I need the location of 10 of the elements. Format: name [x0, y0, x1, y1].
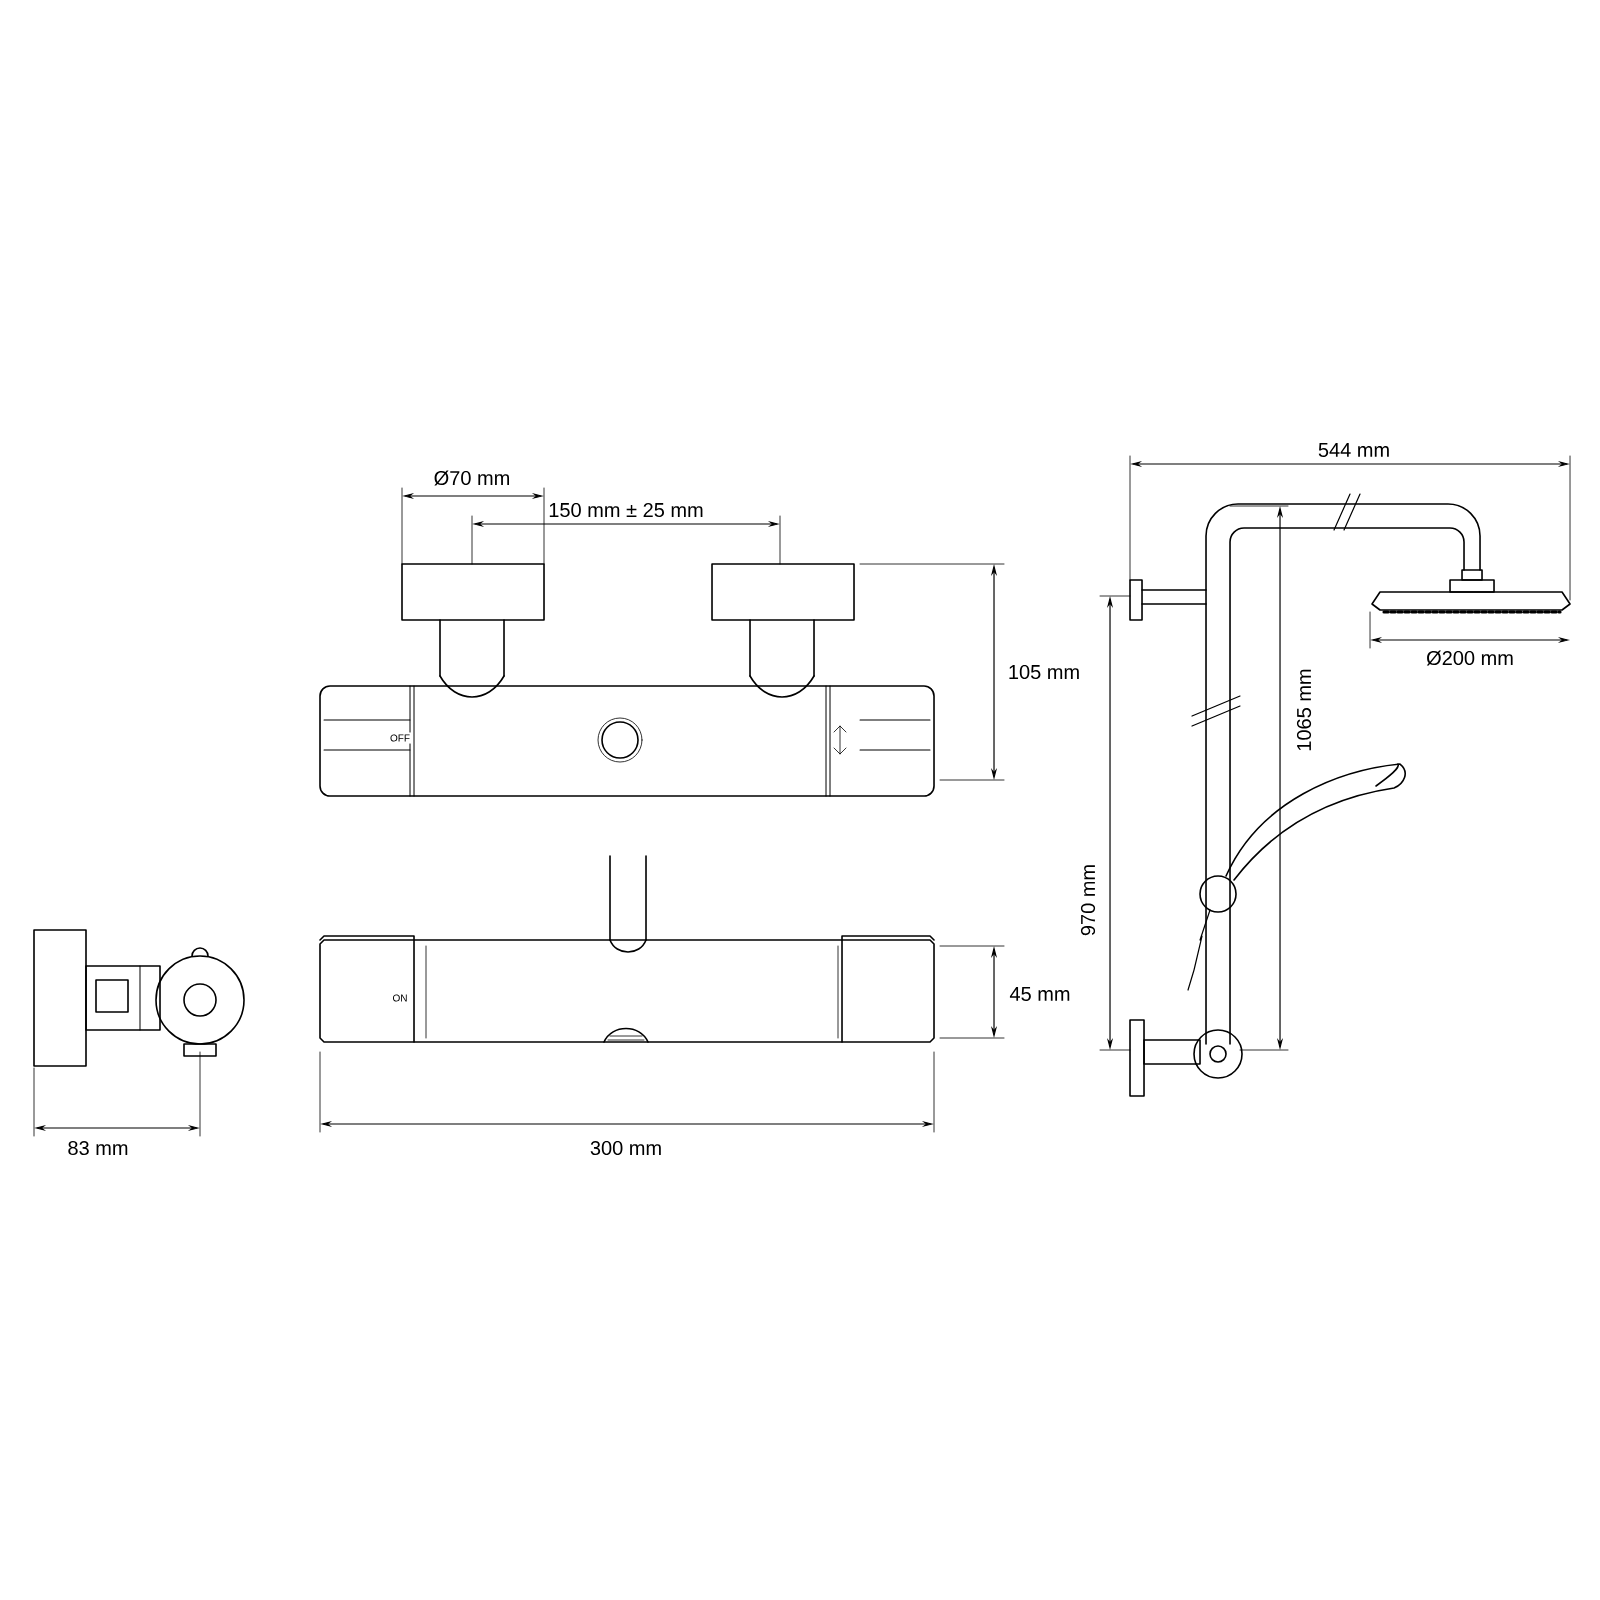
dimension-label: 544 mm [1315, 441, 1393, 459]
dimension-label: Ø200 mm [1424, 648, 1516, 668]
dimension-label: 83 mm [65, 1138, 131, 1158]
dimension-label: 1065 mm [1294, 666, 1314, 754]
dimension-label: Ø70 mm [431, 468, 513, 488]
dimension-label: 105 mm [1005, 662, 1083, 682]
dimension-label: 45 mm [1007, 985, 1073, 1003]
dimension-label: 150 mm ± 25 mm [546, 500, 706, 520]
dimension-label: 970 mm [1078, 861, 1098, 939]
dimension-label: 300 mm [587, 1138, 665, 1158]
